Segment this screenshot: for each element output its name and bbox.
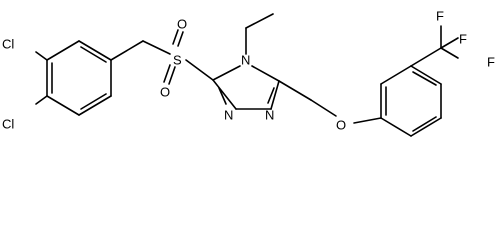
bond-s-o1 xyxy=(177,31,184,47)
atom-label-f-2: F xyxy=(459,32,467,47)
atom-label-o-sulfonyl-1: O xyxy=(177,17,187,32)
atom-label-n4: N xyxy=(241,53,250,68)
atom-label-n1: N xyxy=(224,108,233,123)
atom-label-s: S xyxy=(173,53,182,68)
atom-label-n2: N xyxy=(265,108,274,123)
bond-s-o1-dbl xyxy=(172,29,179,45)
bond-c-cl2 xyxy=(35,95,48,105)
bond-s-o2 xyxy=(163,64,171,83)
bond-ch2-o xyxy=(310,99,337,117)
atom-label-f-3: F xyxy=(487,55,495,70)
bond-ring-cf3 xyxy=(410,47,442,67)
atom-label-o-ether: O xyxy=(336,118,346,133)
dichlorophenyl-ring xyxy=(46,40,112,116)
bond-ch2-s xyxy=(142,40,171,55)
bond-s-o2-dbl xyxy=(168,66,176,85)
chemical-structure: Cl Cl S O O N N N O F F F xyxy=(2,9,495,137)
bond-triazole-ch2 xyxy=(278,80,312,101)
atom-label-cl-1: Cl xyxy=(2,37,14,52)
trifluoromethylphenyl-ring xyxy=(380,65,442,137)
bond-ring-ch2 xyxy=(110,40,144,61)
bond-c-cl1 xyxy=(35,51,48,61)
triazole-ring xyxy=(212,65,280,110)
bond-s-triazole xyxy=(185,59,214,81)
atom-label-cl-2: Cl xyxy=(2,117,14,132)
bond-ethyl-ch3 xyxy=(245,13,274,29)
bond-c-f3 xyxy=(440,47,459,59)
bond-c-f2 xyxy=(440,37,459,49)
atom-label-o-sulfonyl-2: O xyxy=(160,85,170,100)
atom-label-f-1: F xyxy=(436,9,444,24)
bond-o-ring xyxy=(353,117,382,124)
